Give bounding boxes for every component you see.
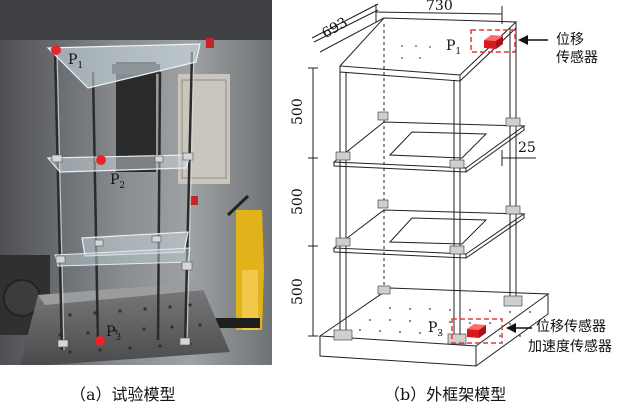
p1-label: P1 — [68, 52, 83, 71]
p3-marker-dot — [95, 336, 105, 346]
dim-plate-offset: 25 — [518, 140, 536, 156]
p2-marker-dot — [96, 155, 106, 165]
top-sensor-highlight-box — [470, 29, 516, 53]
bottom-sensor-label-line2: 加速度传感器 — [528, 338, 612, 355]
dim-storey-3: 500 — [290, 278, 306, 305]
top-sensor-label-line1: 位移 — [556, 32, 584, 48]
dim-storey-1: 500 — [290, 98, 306, 125]
p3-label: P3 — [106, 324, 121, 343]
p1-marker-dot — [51, 45, 61, 55]
caption-a: （a）试验模型 — [70, 385, 176, 404]
drawing-p3-label: P3 — [428, 320, 443, 339]
dim-storey-2: 500 — [290, 188, 306, 215]
bottom-sensor-highlight-box — [451, 318, 503, 344]
top-sensor-label-line2: 传感器 — [556, 49, 598, 66]
drawing-p1-label: P1 — [446, 38, 461, 57]
caption-b: （b）外框架模型 — [384, 385, 507, 404]
bottom-sensor-block — [467, 324, 486, 338]
dim-top-width: 730 — [426, 0, 453, 14]
bottom-sensor-arrow — [506, 323, 532, 333]
bottom-sensor-label-line1: 位移传感器 — [536, 318, 606, 335]
top-sensor-block — [484, 35, 503, 49]
test-model-photo: P1 P2 P3 — [0, 0, 272, 365]
outer-frame-drawing: 693 730 500 500 500 25 P1 P3 位移 传感器 位移传感… — [290, 0, 612, 367]
top-sensor-arrow — [518, 35, 548, 45]
p2-label: P2 — [110, 172, 125, 191]
